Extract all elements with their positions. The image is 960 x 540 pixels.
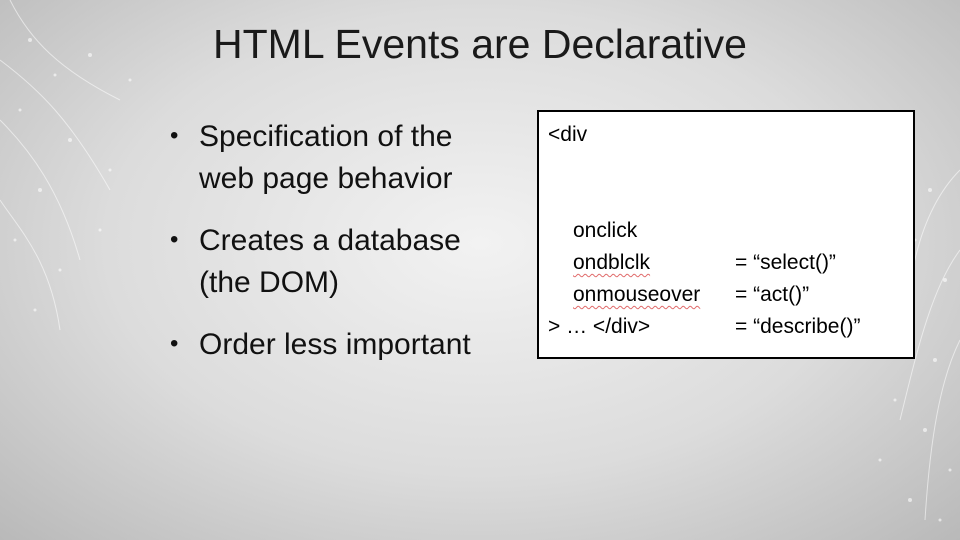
code-example-box: <div onclick = “select()” ondblclk = “ac… [537, 110, 915, 359]
code-attribute-name: onclick [573, 219, 638, 242]
bullet-text: Creates a database (the DOM) [199, 224, 461, 299]
code-attribute-row: ondblclk = “act()” [539, 215, 913, 343]
bullet-list: • Specification of the web page behavior… [168, 116, 508, 386]
code-attribute-value: = “select()” [735, 251, 836, 274]
bullet-item: • Creates a database (the DOM) [168, 220, 508, 304]
code-attribute-row: onmouseover = “describe()” [539, 247, 913, 375]
code-attribute-name: onmouseover [573, 283, 701, 306]
bullet-dot-icon: • [170, 122, 179, 149]
code-open-tag: <div [548, 123, 588, 146]
bullet-item: • Order less important [168, 324, 508, 366]
bullet-dot-icon: • [170, 226, 179, 253]
code-attribute-name: ondblclk [573, 251, 651, 274]
bullet-text: Order less important [199, 328, 471, 361]
code-attribute-row: onclick = “select()” [539, 183, 913, 311]
code-close-tag: > … </div> [548, 315, 651, 338]
slide-title: HTML Events are Declarative [213, 21, 747, 67]
bullet-text: Specification of the web page behavior [199, 120, 453, 195]
code-attribute-value: = “describe()” [735, 315, 861, 338]
bullet-item: • Specification of the web page behavior [168, 116, 508, 200]
code-attribute-value: = “act()” [735, 283, 810, 306]
bullet-dot-icon: • [170, 330, 179, 357]
